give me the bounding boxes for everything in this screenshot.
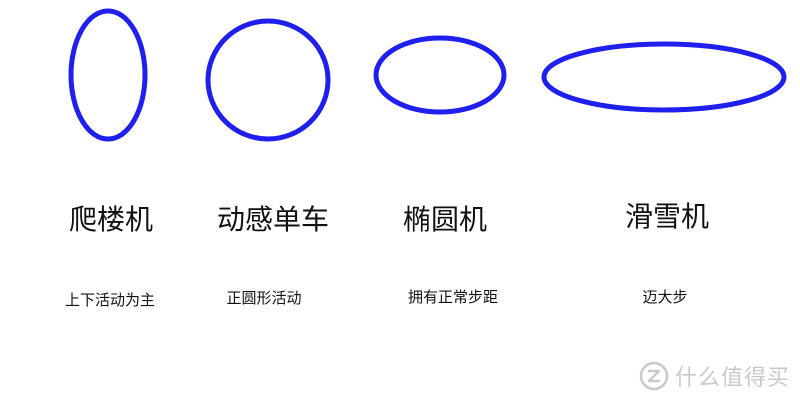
column-label-ski-machine: 滑雪机 [624, 200, 710, 233]
column-label-stair-climber: 爬楼机 [68, 203, 154, 236]
column-desc-elliptical: 拥有正常步距 [407, 288, 499, 306]
zhide-logo-icon [639, 361, 669, 391]
watermark-text: 什么值得买 [674, 366, 790, 391]
stair-climber-shape [68, 8, 148, 142]
watermark: 什么值得买 [639, 360, 790, 392]
column-desc-stair-climber: 上下活动为主 [64, 291, 156, 309]
ski-machine-shape [541, 41, 787, 113]
column-label-elliptical: 椭圆机 [402, 203, 488, 236]
column-desc-spin-bike: 正圆形活动 [226, 289, 302, 307]
elliptical-shape [373, 35, 507, 115]
column-desc-ski-machine: 迈大步 [642, 288, 688, 306]
spin-bike-shape [205, 18, 331, 142]
column-label-spin-bike: 动感单车 [216, 203, 330, 236]
